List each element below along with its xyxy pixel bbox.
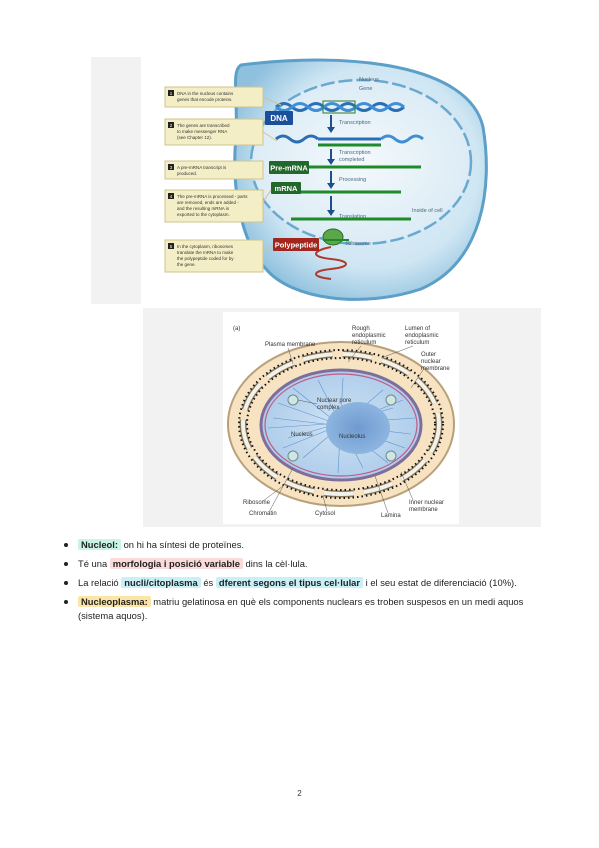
svg-text:the polypeptide coded for by: the polypeptide coded for by — [177, 256, 234, 261]
dna-label: DNA — [270, 114, 288, 123]
svg-text:4: 4 — [170, 194, 173, 199]
transcription-label: Transcription — [339, 120, 371, 126]
svg-text:genes that encode proteins.: genes that encode proteins. — [177, 97, 233, 102]
notes-list: Nucleol: on hi ha síntesi de proteïnes. … — [62, 538, 540, 628]
highlight-term: morfologia i posició variable — [109, 558, 243, 569]
pre-mrna-label: Pre-mRNA — [270, 164, 308, 173]
nuclear-pore — [385, 394, 397, 406]
page-number: 2 — [297, 789, 302, 798]
highlight-term: Nucleoplasma: — [78, 596, 151, 607]
list-item: Nucleol: on hi ha síntesi de proteïnes. — [62, 538, 540, 552]
highlight-term: dferent segons el tipus cel·lular — [215, 577, 364, 588]
outer-membrane-label-2: nuclear — [421, 359, 441, 365]
nucleus-structure-figure: (a) Plasma membrane Rough endoplasmic re… — [143, 308, 541, 527]
step-2: 2 The genes are transcribed to make mess… — [164, 118, 278, 146]
nuclear-pore — [385, 450, 397, 462]
svg-text:and the resulting mRNA is: and the resulting mRNA is — [177, 206, 230, 211]
svg-text:3: 3 — [170, 165, 173, 170]
svg-text:2: 2 — [170, 123, 173, 128]
item-text: és — [200, 577, 216, 588]
chromatin-label: Chromatin — [249, 511, 277, 517]
item-text: dins la cèl·lula. — [242, 558, 308, 569]
rough-er-label-2: endoplasmic — [352, 333, 386, 339]
inner-membrane-label-2: membrane — [409, 507, 438, 513]
cytosol-label: Cytosol — [315, 511, 335, 517]
svg-text:are removed, ends are added -: are removed, ends are added - — [177, 200, 239, 205]
svg-text:exported to the cytoplasm.: exported to the cytoplasm. — [177, 212, 230, 217]
outer-membrane-label-3: membrane — [421, 366, 450, 372]
lamina-label: Lamina — [381, 513, 401, 519]
nucleus-structure-diagram: (a) Plasma membrane Rough endoplasmic re… — [143, 308, 541, 527]
svg-text:5: 5 — [170, 244, 173, 249]
nucleus-label: Nucleus — [359, 77, 379, 83]
item-text: La relació — [78, 577, 122, 588]
lumen-er-label-2: endoplasmic — [405, 333, 439, 339]
gene-expression-figure: DNA Pre-mRNA mRNA Polypeptide Nucleus Ge… — [91, 57, 491, 304]
nuclear-pore — [287, 394, 299, 406]
outer-membrane-label-1: Outer — [421, 352, 436, 358]
nuclear-pore — [287, 450, 299, 462]
inside-of-cell-label: Inside of cell — [412, 208, 443, 214]
svg-text:The pre-mRNA is processed - pa: The pre-mRNA is processed - parts — [177, 194, 248, 199]
nuclear-pore-label-1: Nuclear pore — [317, 398, 352, 404]
nuclear-pore-label-2: complex — [317, 405, 339, 411]
plasma-membrane-label: Plasma membrane — [265, 342, 316, 348]
svg-text:DNA in the nucleus contains: DNA in the nucleus contains — [177, 91, 234, 96]
svg-text:produced.: produced. — [177, 171, 197, 176]
rough-er-label-3: reticulum — [352, 340, 376, 346]
polypeptide-label: Polypeptide — [275, 241, 318, 250]
step-5: 5 In the cytoplasm, ribosomes translate … — [164, 239, 274, 273]
ribosome-label: Ribosome — [243, 500, 271, 506]
list-item: Té una morfologia i posició variable din… — [62, 557, 540, 571]
list-item: Nucleoplasma: matriu gelatinosa en què e… — [62, 595, 540, 623]
lumen-er-label-3: reticulum — [405, 340, 429, 346]
step-3: 3 A pre-mRNA transcript is produced. — [164, 160, 264, 180]
ribosome-label: Ribosome — [346, 241, 371, 247]
nucleolus-label: Nucleolus — [339, 434, 365, 440]
rough-er-label-1: Rough — [352, 326, 370, 332]
inner-membrane-label-1: Inner nuclear — [409, 500, 444, 506]
svg-text:A pre-mRNA transcript is: A pre-mRNA transcript is — [177, 165, 227, 170]
transcription-completed-label-1: Transcription — [339, 150, 371, 156]
nucleus-envelope — [249, 78, 473, 246]
item-text: i el seu estat de diferenciació (10%). — [363, 577, 517, 588]
item-text: matriu gelatinosa en què els components … — [78, 596, 524, 621]
transcription-completed-label-2: completed — [339, 157, 364, 163]
gene-region — [322, 100, 356, 114]
svg-text:1: 1 — [170, 91, 173, 96]
step-4: 4 The pre-mRNA is processed - parts are … — [164, 189, 272, 223]
highlight-term: Nucleol: — [78, 539, 121, 550]
panel-label: (a) — [233, 326, 240, 332]
svg-text:translate the mRNA to make: translate the mRNA to make — [177, 250, 234, 255]
nucleus-label: Nucleus — [291, 432, 313, 438]
list-item: La relació nucli/citoplasma és dferent s… — [62, 576, 540, 590]
svg-text:to make messenger RNA: to make messenger RNA — [177, 129, 227, 134]
ribosome-shape — [322, 228, 344, 246]
gene-label: Gene — [359, 86, 372, 92]
polypeptide-chain — [315, 246, 347, 280]
item-text: Té una — [78, 558, 110, 569]
processing-label: Processing — [339, 177, 366, 183]
svg-text:the gene.: the gene. — [177, 262, 196, 267]
highlight-term: nucli/citoplasma — [121, 577, 201, 588]
gene-expression-diagram: DNA Pre-mRNA mRNA Polypeptide Nucleus Ge… — [91, 57, 491, 304]
item-text: on hi ha síntesi de proteïnes. — [120, 539, 244, 550]
nucleolus-body — [326, 402, 390, 454]
step-1: 1 DNA in the nucleus contains genes that… — [164, 86, 282, 108]
mrna-label: mRNA — [275, 184, 299, 193]
svg-text:In the cytoplasm, ribosomes: In the cytoplasm, ribosomes — [177, 244, 234, 249]
lumen-er-label-1: Lumen of — [405, 326, 430, 332]
translation-label: Translation — [339, 214, 366, 220]
svg-text:The genes are transcribed: The genes are transcribed — [177, 123, 230, 128]
svg-text:(see Chapter 12).: (see Chapter 12). — [177, 135, 212, 140]
